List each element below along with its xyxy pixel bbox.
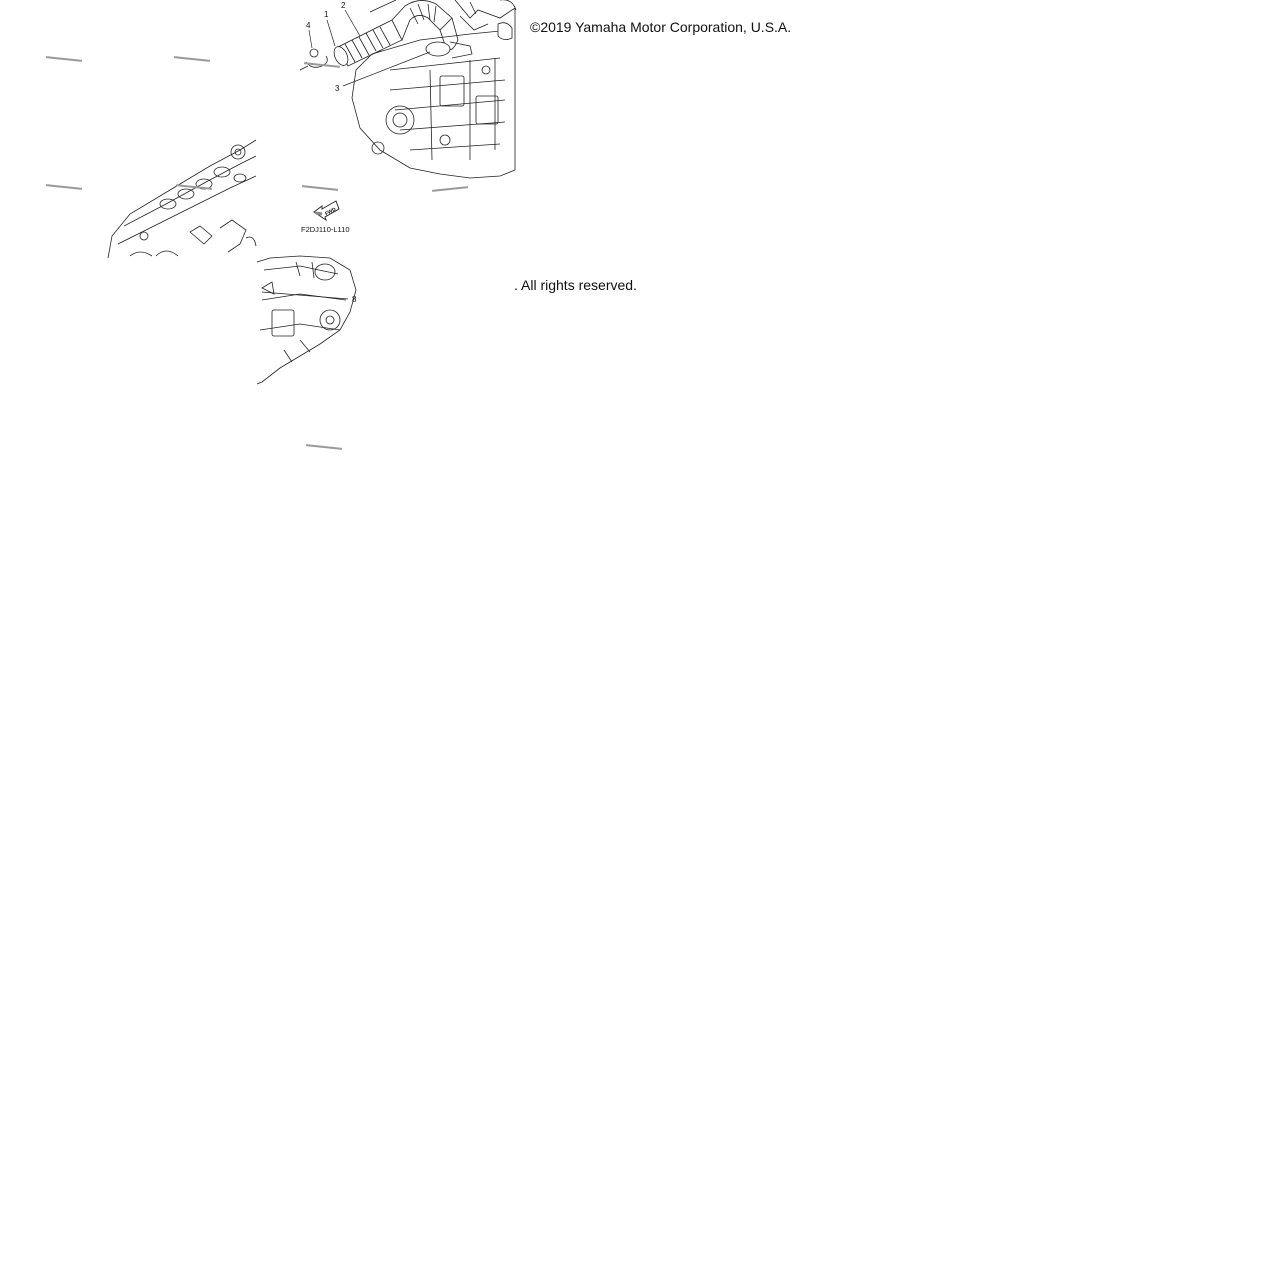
forward-direction-arrow [313,200,340,222]
hose-part-2 [391,0,459,51]
copyright-notice: ©2019 Yamaha Motor Corporation, U.S.A. [530,19,792,35]
gasket-part-3 [425,41,451,57]
callout-leaders-lower [261,291,349,300]
hose-part-1 [333,19,403,67]
engine-block-lower-middle [256,255,357,385]
fwd-label: FWD [324,206,337,217]
callout-2: 2 [341,1,346,10]
watermark-stamps [45,56,469,450]
callout-leaders-upper [308,9,431,87]
rights-reserved-notice: . All rights reserved. [514,277,637,293]
callout-3: 3 [335,84,340,93]
clamp-part-4 [299,48,328,71]
callout-8: 8 [352,295,357,304]
engine-block-upper-right [299,0,517,179]
engine-cylinder-head-left [107,139,257,259]
drawing-code: F2DJ110-L110 [301,225,350,234]
callout-4: 4 [306,21,311,30]
callout-1: 1 [324,10,329,19]
